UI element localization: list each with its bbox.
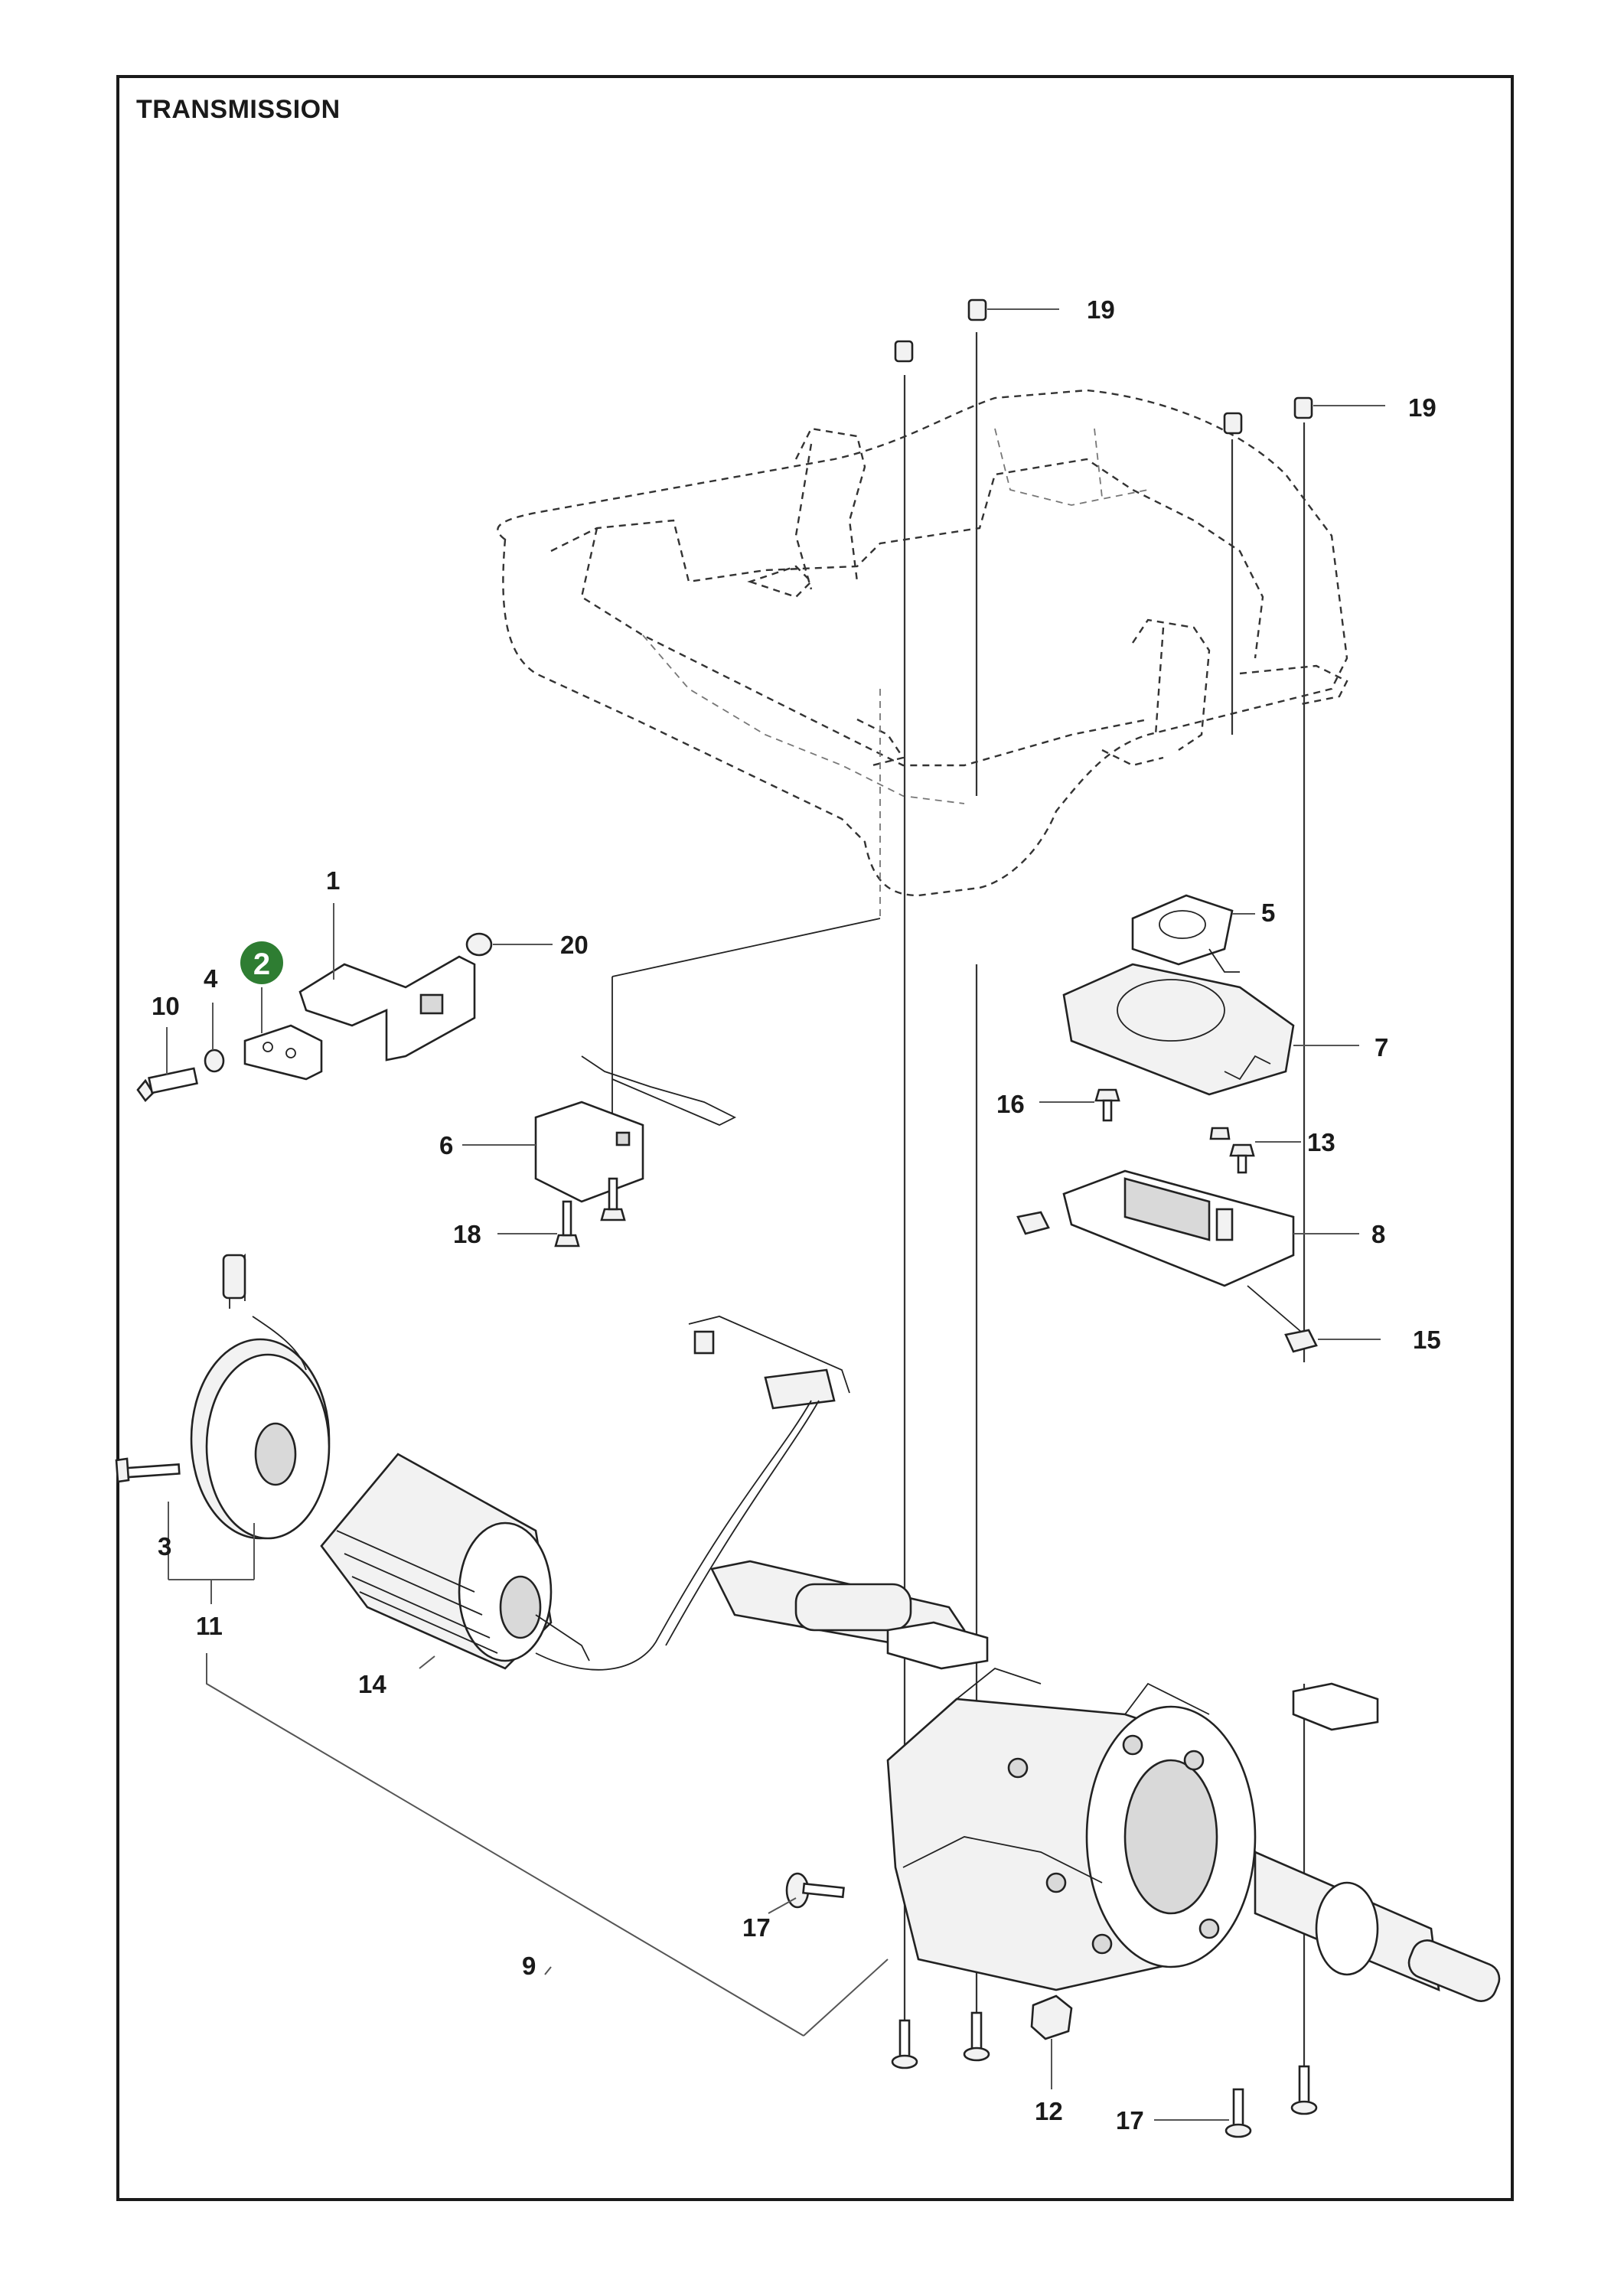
sensor-bracket-part-6 bbox=[462, 1055, 737, 1203]
controller-cover-part-7 bbox=[1062, 963, 1359, 1096]
label-17-left: 17 bbox=[742, 1913, 771, 1942]
label-3: 3 bbox=[158, 1532, 171, 1561]
label-15: 15 bbox=[1413, 1326, 1441, 1354]
wire-harness bbox=[535, 1316, 850, 1671]
label-8: 8 bbox=[1371, 1220, 1385, 1248]
chassis-outline bbox=[497, 389, 1348, 897]
label-13: 13 bbox=[1307, 1128, 1335, 1156]
label-12: 12 bbox=[1035, 2097, 1063, 2125]
label-4: 4 bbox=[204, 964, 218, 993]
label-14: 14 bbox=[358, 1670, 386, 1698]
bracket-part-1 bbox=[298, 903, 476, 1062]
controller-board-part-8 bbox=[1062, 1169, 1359, 1287]
fan-part-5 bbox=[1131, 894, 1255, 973]
motor-part-14 bbox=[320, 1453, 590, 1670]
highlight-badge-part-2: 2 bbox=[240, 941, 283, 984]
page-title: TRANSMISSION bbox=[136, 95, 341, 124]
label-6: 6 bbox=[439, 1131, 453, 1159]
label-1: 1 bbox=[326, 866, 340, 895]
callout-labels: 19 19 1 20 4 10 5 7 6 16 13 18 8 15 3 11… bbox=[152, 295, 1441, 2135]
screw-part-13 bbox=[1209, 1127, 1301, 1174]
clip-part-15 bbox=[1016, 1211, 1381, 1353]
label-20: 20 bbox=[560, 931, 589, 959]
brake-assembly-part-11 bbox=[168, 1253, 331, 1604]
screw-part-18 bbox=[497, 1177, 626, 1247]
bolt-part-10 bbox=[136, 1027, 198, 1103]
label-11: 11 bbox=[196, 1612, 223, 1640]
label-5: 5 bbox=[1261, 899, 1275, 927]
highlight-number: 2 bbox=[253, 947, 270, 981]
transaxle-part-9 bbox=[206, 1560, 1501, 2037]
screw-part-3 bbox=[115, 1457, 181, 1483]
bolt-part-17 bbox=[768, 1872, 1318, 2138]
label-18: 18 bbox=[453, 1220, 481, 1248]
washer-part-20 bbox=[465, 932, 553, 957]
nut-part-12 bbox=[1030, 1994, 1073, 2089]
label-17-bottom: 17 bbox=[1116, 2106, 1144, 2135]
screw-part-16 bbox=[1039, 1088, 1120, 1122]
label-16: 16 bbox=[996, 1090, 1025, 1118]
label-10: 10 bbox=[152, 992, 180, 1020]
label-9: 9 bbox=[522, 1952, 536, 1980]
nut-19-group bbox=[894, 298, 1313, 435]
label-7: 7 bbox=[1375, 1033, 1388, 1062]
diagram-frame bbox=[116, 75, 1514, 2201]
label-19-top: 19 bbox=[1087, 295, 1115, 324]
washer-part-4 bbox=[204, 1003, 225, 1073]
plate-part-2 bbox=[243, 987, 323, 1081]
label-19-right: 19 bbox=[1408, 393, 1436, 422]
